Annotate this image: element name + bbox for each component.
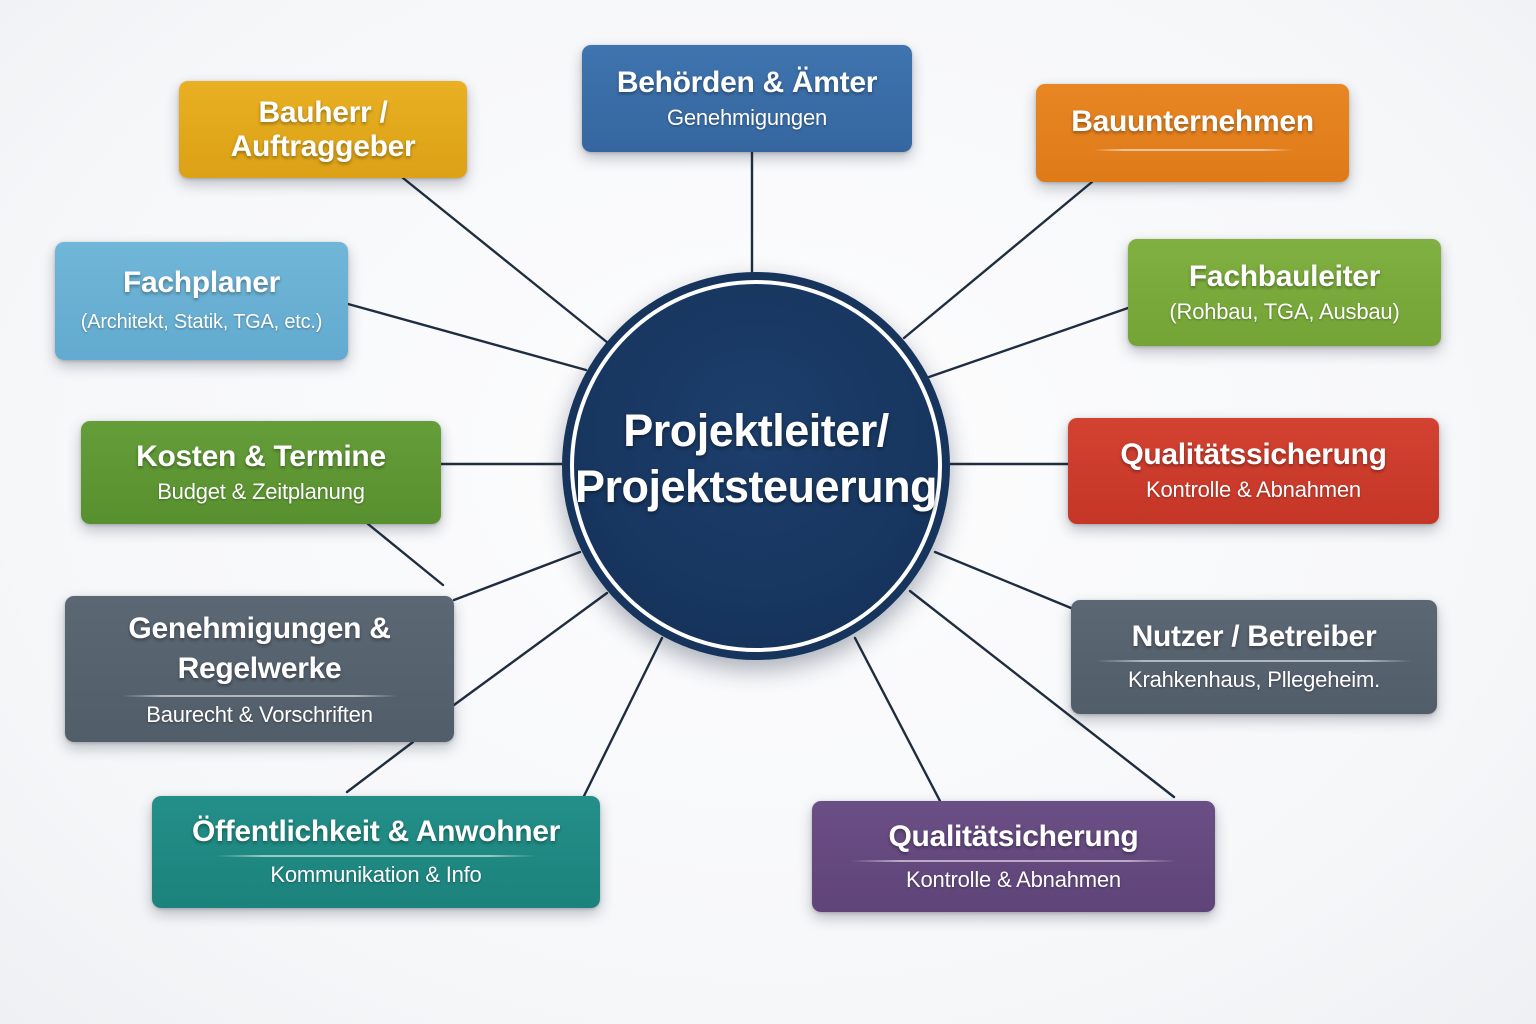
- node-fachbauleiter-title: Fachbauleiter: [1188, 259, 1381, 293]
- connector-nutzer: [933, 550, 1073, 610]
- node-kosten-subtitle: Budget & Zeitplanung: [157, 478, 365, 504]
- node-oeffentlichkeit-subtitle: Kommunikation & Info: [270, 862, 482, 887]
- node-qualitaet-red-subtitle: Kontrolle & Abnahmen: [1146, 477, 1361, 502]
- node-qualitaet-purple-title: Qualitätsicherung: [888, 819, 1139, 853]
- hub-projektleiter[interactable]: Projektleiter/ Projektsteuerung: [562, 272, 950, 660]
- node-kosten-title: Kosten & Termine: [136, 439, 386, 473]
- node-bauunternehmen-title: Bauunternehmen: [1071, 105, 1314, 138]
- connector-bauunternehmen: [902, 180, 1094, 340]
- node-fachplaner-title: Fachplaner: [122, 266, 281, 299]
- hub-label-line1: Projektleiter/: [623, 405, 889, 456]
- node-nutzer-subtitle: Krahkenhaus, Pllegeheim.: [1127, 667, 1381, 692]
- hub-ring: [570, 280, 942, 652]
- node-genehmigungen-title-line2: Regelwerke: [177, 652, 342, 685]
- node-genehmigungen-title-line1: Genehmigungen &: [128, 612, 391, 645]
- node-oeffentlichkeit[interactable]: Öffentlichkeit & Anwohner Kommunikation …: [152, 796, 600, 908]
- node-oeffentlichkeit-divider: [216, 855, 536, 857]
- node-oeffentlichkeit-title: Öffentlichkeit & Anwohner: [191, 815, 561, 848]
- node-bauherr-title-line1: Bauherr /: [258, 95, 388, 129]
- node-qualitaetssicherung-red[interactable]: Qualitätssicherung Kontrolle & Abnahmen: [1068, 418, 1439, 524]
- node-genehmigungen-subtitle: Baurecht & Vorschriften: [146, 702, 373, 727]
- hub-label-line2: Projektsteuerung: [574, 461, 938, 512]
- node-behoerden-subtitle: Genehmigungen: [666, 104, 828, 130]
- connector-kosten-genehmigungen: [366, 522, 445, 587]
- node-behoerden[interactable]: Behörden & Ämter Genehmigungen: [582, 45, 912, 152]
- node-bauunternehmen-divider: [1092, 149, 1293, 151]
- node-genehmigungen-divider: [122, 695, 397, 697]
- connector-fachplaner: [346, 302, 588, 372]
- node-nutzer-title: Nutzer / Betreiber: [1131, 620, 1377, 653]
- node-qualitaet-purple-subtitle: Kontrolle & Abnahmen: [906, 866, 1121, 892]
- node-qualitaet-red-title: Qualitätssicherung: [1120, 438, 1387, 471]
- node-qualitaet-purple-divider: [851, 859, 1176, 862]
- node-nutzer-divider: [1096, 660, 1412, 662]
- node-nutzer[interactable]: Nutzer / Betreiber Krahkenhaus, Pllegehe…: [1071, 600, 1437, 714]
- node-fachbauleiter-subtitle: (Rohbau, TGA, Ausbau): [1169, 298, 1400, 324]
- node-fachbauleiter[interactable]: Fachbauleiter (Rohbau, TGA, Ausbau): [1128, 239, 1441, 346]
- node-bauherr[interactable]: Bauherr / Auftraggeber: [179, 81, 467, 178]
- node-behoerden-title: Behörden & Ämter: [616, 65, 878, 99]
- connector-genehmigungen-lower: [452, 591, 609, 707]
- connector-genehmigungen-upper: [452, 550, 582, 602]
- connector-bauherr: [401, 176, 610, 345]
- connector-oeffentlichkeit: [582, 636, 664, 798]
- connector-qualitaet-purple-left: [853, 636, 942, 803]
- node-kosten[interactable]: Kosten & Termine Budget & Zeitplanung: [81, 421, 441, 524]
- node-bauunternehmen[interactable]: Bauunternehmen: [1036, 84, 1349, 182]
- node-qualitaetsicherung-purple[interactable]: Qualitätsicherung Kontrolle & Abnahmen: [812, 801, 1215, 912]
- node-bauherr-title-line2: Auftraggeber: [230, 129, 416, 163]
- node-genehmigungen[interactable]: Genehmigungen & Regelwerke Baurecht & Vo…: [65, 596, 454, 742]
- connector-qualitaet-purple-right: [908, 589, 1176, 799]
- connector-genehmigungen-oeffentlichkeit: [345, 740, 415, 794]
- node-fachplaner-subtitle: (Architekt, Statik, TGA, etc.): [80, 311, 323, 333]
- hub-label: Projektleiter/ Projektsteuerung: [574, 403, 938, 515]
- node-fachplaner[interactable]: Fachplaner (Architekt, Statik, TGA, etc.…: [55, 242, 348, 360]
- connector-fachbauleiter: [927, 306, 1130, 379]
